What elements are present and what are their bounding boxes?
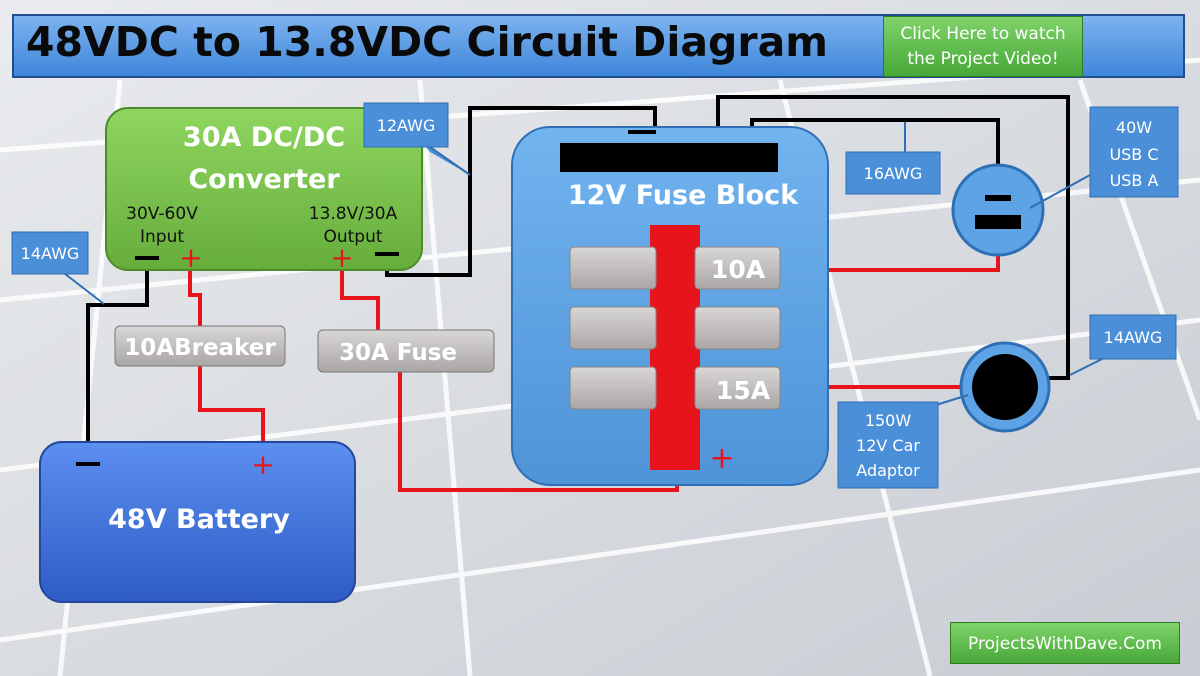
callout-14awg-left-text: 14AWG	[21, 244, 80, 263]
callout-car-adaptor: 150W 12V Car Adaptor	[837, 394, 969, 489]
car-callout-line1: 150W	[865, 411, 912, 430]
inline-fuse-label: 30A Fuse	[339, 340, 457, 366]
callout-usb: 40W USB C USB A	[1029, 106, 1179, 209]
website-link-button[interactable]: ProjectsWithDave.Com	[950, 622, 1180, 664]
breaker-label: 10ABreaker	[124, 335, 276, 361]
usb-positive-wire	[778, 255, 1000, 272]
watch-video-button[interactable]: Click Here to watch the Project Video!	[883, 16, 1083, 77]
usb-callout-line1: 40W	[1116, 118, 1152, 137]
converter-input-spec: 30V-60V	[126, 204, 198, 224]
fuse-slot-empty	[694, 306, 781, 350]
dc-converter	[105, 107, 423, 271]
fuse-15a-label: 15A	[716, 376, 771, 405]
callout-12awg: 12AWG	[363, 102, 471, 176]
watch-video-line2: the Project Video!	[907, 49, 1059, 69]
callout-16awg-text: 16AWG	[864, 164, 923, 183]
fuse-slot-empty	[569, 306, 657, 350]
fuse-block-title: 12V Fuse Block	[568, 180, 799, 211]
watch-video-line1: Click Here to watch	[900, 24, 1066, 44]
car-callout-line2: 12V Car	[856, 436, 920, 455]
negative-bus-bar	[560, 143, 778, 172]
output-positive-terminal: +	[330, 241, 353, 274]
converter-output-label: Output	[323, 227, 382, 247]
usb-callout-line2: USB C	[1109, 145, 1158, 164]
usb-port-c	[975, 215, 1021, 229]
battery-negative-wire	[86, 258, 149, 465]
fuse-10a-label: 10A	[711, 255, 766, 284]
car-adaptor-negative-wire	[716, 95, 1070, 380]
battery-negative-terminal	[76, 462, 100, 466]
positive-bus-symbol: +	[709, 441, 734, 476]
breaker	[114, 325, 286, 367]
callout-14awg-right-text: 14AWG	[1104, 328, 1163, 347]
usb-callout-line3: USB A	[1110, 171, 1159, 190]
battery	[39, 441, 356, 603]
fuse-slot-10a	[694, 246, 781, 290]
converter-title-line1: 30A DC/DC	[183, 122, 345, 153]
battery-positive-terminal: +	[251, 448, 274, 481]
fuse-slot-15a	[694, 366, 781, 410]
battery-label: 48V Battery	[108, 504, 290, 535]
output-negative-wire	[385, 106, 657, 277]
input-positive-terminal: +	[179, 241, 202, 274]
output-positive-wire	[340, 255, 380, 330]
fuse-slot-empty	[569, 246, 657, 290]
callout-16awg: 16AWG	[845, 122, 941, 195]
converter-output-spec: 13.8V/30A	[309, 204, 398, 224]
inline-fuse	[317, 329, 495, 373]
usb-socket	[951, 163, 1045, 257]
negative-bus-label	[628, 130, 656, 134]
black-wires	[86, 95, 1070, 465]
callout-14awg-right: 14AWG	[1069, 314, 1177, 376]
page-title: 48VDC to 13.8VDC Circuit Diagram	[26, 18, 829, 66]
callout-12awg-text: 12AWG	[377, 116, 436, 135]
callout-14awg-left: 14AWG	[11, 231, 105, 305]
input-negative-terminal	[135, 256, 159, 260]
converter-input-label: Input	[140, 227, 184, 247]
fuse-slot-empty	[569, 366, 657, 410]
converter-title-line2: Converter	[188, 164, 340, 195]
car-adaptor-hole	[972, 354, 1038, 420]
usb-port-a	[985, 195, 1011, 201]
positive-bus-bar	[650, 225, 700, 470]
car-callout-line3: Adaptor	[856, 461, 920, 480]
output-negative-terminal	[375, 252, 399, 256]
